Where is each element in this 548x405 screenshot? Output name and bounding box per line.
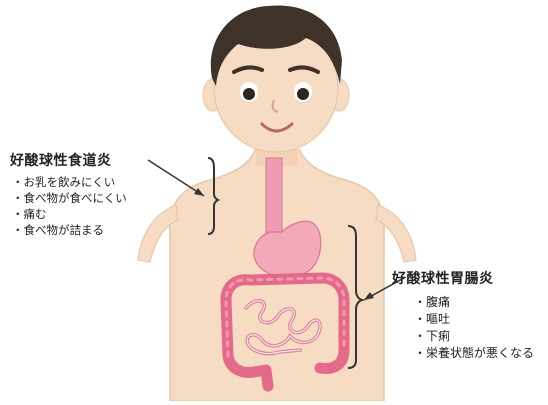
esophagitis-symptom-list: お乳を飲みにくい 食べ物が食べにくい 痛む 食べ物が詰まる (12, 174, 127, 238)
left-pupil (243, 88, 255, 100)
symptom-item: 栄養状態が悪くなる (414, 345, 534, 362)
symptom-item: 痛む (12, 206, 127, 222)
left-arrow-line (148, 160, 204, 196)
gastroenteritis-title: 好酸球性胃腸炎 (392, 268, 494, 288)
gastroenteritis-symptom-list: 腹痛 嘔吐 下痢 栄養状態が悪くなる (414, 294, 534, 362)
symptom-item: お乳を飲みにくい (12, 174, 127, 190)
symptom-item: 嘔吐 (414, 311, 534, 328)
right-pupil (297, 88, 309, 100)
symptom-item: 食べ物が詰まる (12, 222, 127, 238)
symptom-item: 食べ物が食べにくい (12, 190, 127, 206)
symptom-item: 腹痛 (414, 294, 534, 311)
symptom-item: 下痢 (414, 328, 534, 345)
esophagus (266, 158, 282, 240)
esophagitis-title: 好酸球性食道炎 (10, 150, 112, 170)
